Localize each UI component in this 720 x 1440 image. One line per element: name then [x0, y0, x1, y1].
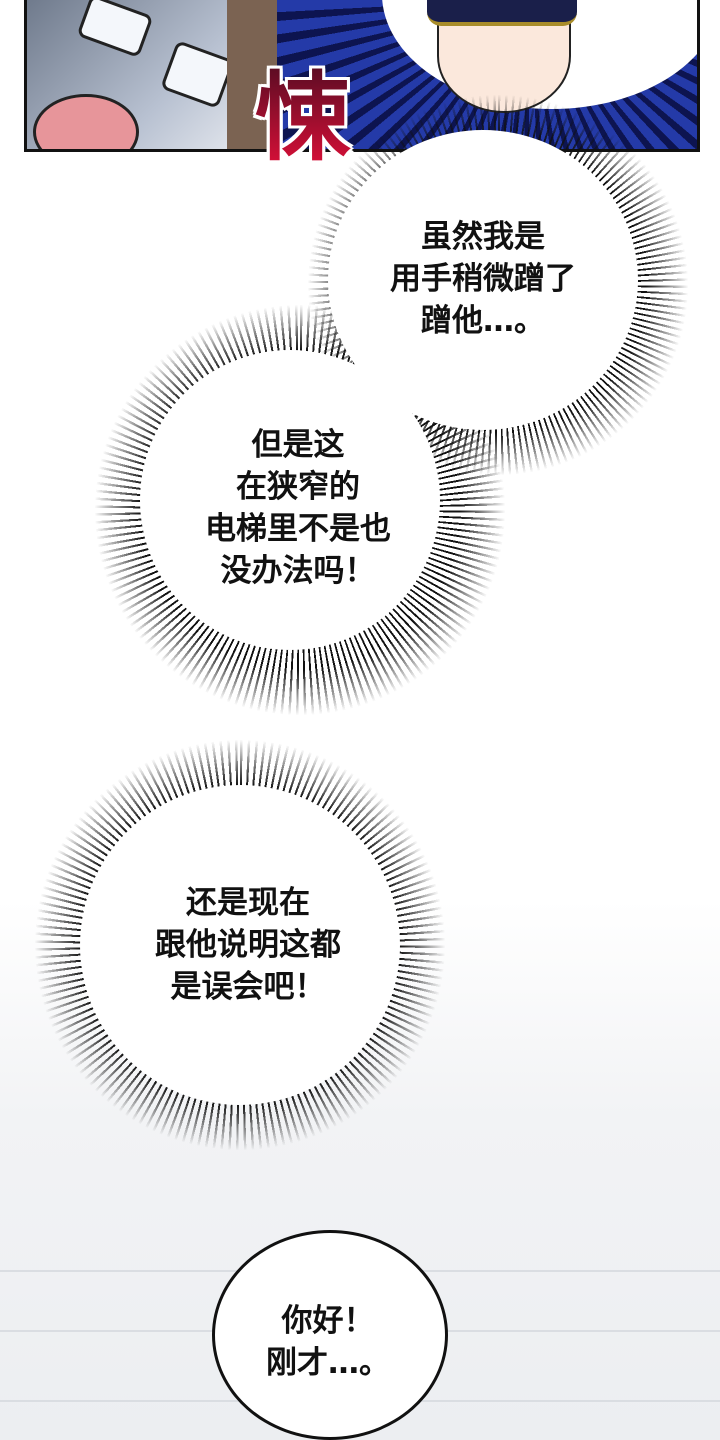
bubble-1-text: 虽然我是用手稍微蹭了蹭他…。 — [390, 219, 576, 339]
bubble-2-text: 但是这在狭窄的电梯里不是也没办法吗！ — [205, 427, 391, 589]
sound-effect-text: 悚 — [255, 40, 351, 179]
speech-bubble-4 — [212, 1230, 448, 1440]
burst-bubble-3 — [80, 785, 400, 1105]
comic-panel-top — [24, 0, 700, 152]
character-hat — [427, 0, 577, 26]
bubble-3-text: 还是现在跟他说明这都是误会吧！ — [155, 885, 341, 1005]
burst-bubble-2 — [140, 350, 440, 650]
bubble-4-text: 你好！刚才…。 — [266, 1303, 390, 1381]
